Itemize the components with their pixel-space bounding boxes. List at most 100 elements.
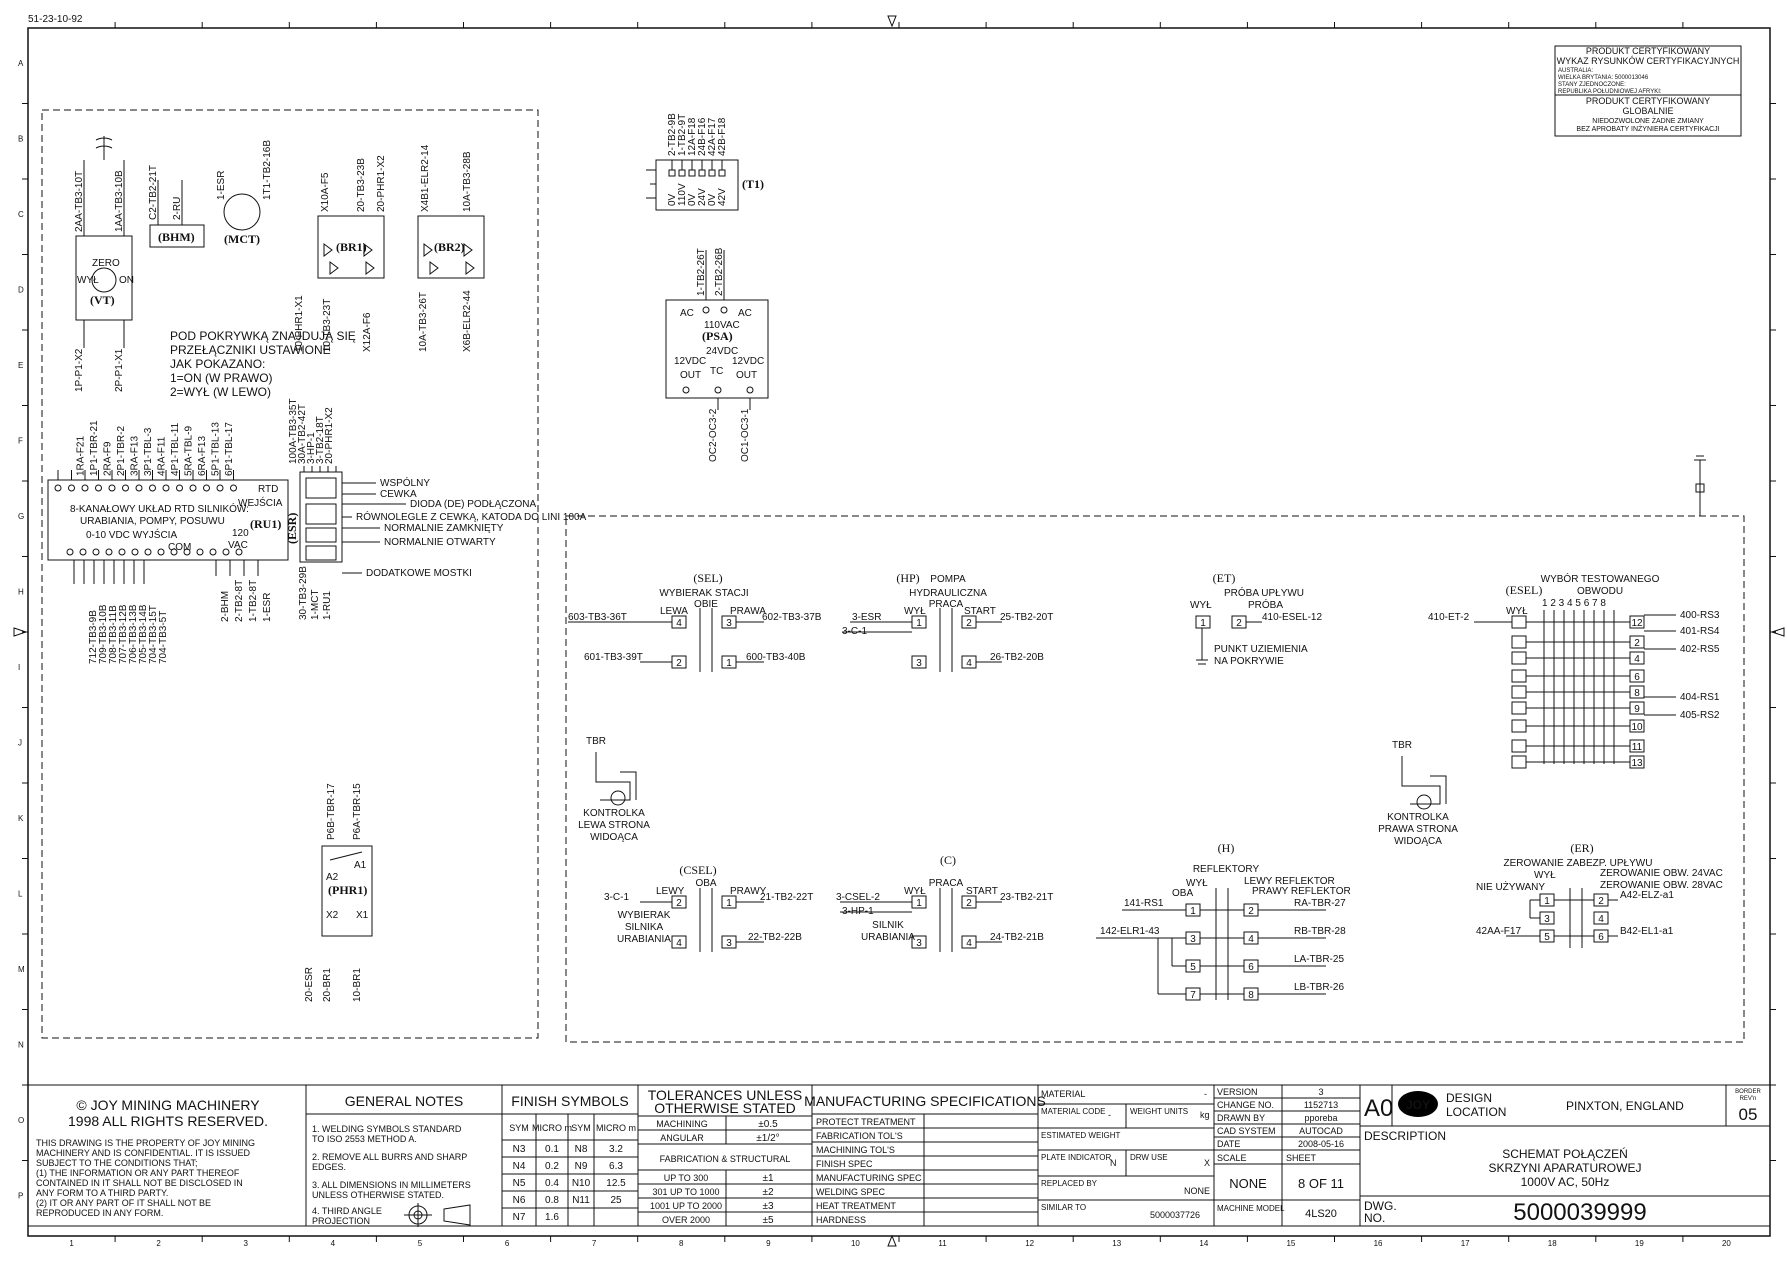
projection-icon: [404, 1203, 471, 1227]
ru1-terminal-top: [54, 484, 62, 492]
csel-wire-2: 21-TB2-22T: [760, 892, 813, 903]
grid-col-label: 9: [766, 1239, 771, 1248]
csel-wire-1: 3-C-1: [604, 892, 629, 903]
ru1-top-wire: 5P1-TBL-13: [211, 422, 222, 476]
grid-row-label: N: [18, 1040, 24, 1049]
ru1-desc-2: URABIANIA, POMPY, POSUWU: [80, 516, 225, 527]
esr-top-wire: 100A-TB3-35T: [288, 398, 299, 464]
sel-pin: 1: [726, 658, 732, 669]
ru1-com: COM: [168, 542, 191, 553]
er-pin: 6: [1598, 932, 1604, 943]
ru1-terminal-bot: [131, 548, 139, 556]
csel-pin: 3: [726, 938, 732, 949]
grid-row-label: E: [18, 361, 23, 370]
tol-label: 1001 UP TO 2000: [650, 1201, 722, 1211]
logo-text: JOY: [1406, 1098, 1430, 1112]
drawing-number: 5000039999: [1513, 1199, 1646, 1226]
esel-left-box: [1511, 739, 1527, 753]
t1-transformer: (T1) 2-TB2-9B0V1-TB2-9T110V12A-F180V24B-…: [646, 113, 764, 211]
description-2: SKRZYNI APARATUROWEJ: [1489, 1161, 1642, 1175]
psa-out-l: OUT: [680, 370, 701, 381]
esr-top-wire: 20-PHR1-X2: [324, 407, 335, 464]
fs-header: SYM: [571, 1123, 591, 1133]
ms-label: MACHINING TOL'S: [816, 1145, 895, 1155]
br1-bot-3: X12A-F6: [362, 312, 373, 352]
fs-cell: 25: [610, 1195, 622, 1206]
hp-pin: 3: [916, 658, 922, 669]
ru1-terminals: [54, 470, 243, 556]
esr-top-wire: 30A-TB2-42T: [297, 404, 308, 464]
hp-wire-2: 3-C-1: [842, 626, 867, 637]
ru1-label: (RU1): [250, 517, 281, 531]
psa-top-1: 1-TB2-26T: [696, 248, 707, 296]
ru1-terminal-bot: [79, 548, 87, 556]
ru1-top-wire: 1P1-TBR-21: [89, 420, 100, 476]
esel-wire-out: 405-RS2: [1680, 710, 1720, 721]
ru1-terminal-top: [108, 484, 116, 492]
esel-wyl: WYŁ: [1506, 606, 1528, 617]
fs-cell: 12.5: [606, 1178, 626, 1189]
ver-cad-value: AUTOCAD: [1299, 1126, 1343, 1136]
h-pin: 5: [1190, 962, 1196, 973]
tol-value: ±5: [762, 1215, 773, 1226]
et-wyl: WYŁ: [1190, 600, 1212, 611]
mat-replaced: REPLACED BY: [1041, 1179, 1098, 1188]
c-tag: (C): [940, 853, 956, 867]
hp-praca: PRACA: [929, 599, 964, 610]
ms-label: PROTECT TREATMENT: [816, 1117, 916, 1127]
grid-col-label: 7: [592, 1239, 597, 1248]
copyright-1: © JOY MINING MACHINERY: [76, 1097, 260, 1113]
general-note-line: EDGES.: [312, 1162, 346, 1172]
tbr-left-lamp: [595, 752, 637, 801]
ru1-top-wire: 2P1-TBR-2: [116, 426, 127, 476]
property-line: (1) THE INFORMATION OR ANY PART THEREOF: [36, 1168, 240, 1178]
description-3: 1000V AC, 50Hz: [1521, 1175, 1610, 1189]
esr-relay: (ESR) 100A-TB3-35T30A-TB2-42T3-HP-13-TB2…: [285, 398, 587, 620]
et-pin: 1: [1200, 618, 1206, 629]
location-label: LOCATION: [1446, 1105, 1506, 1119]
csel-box: [671, 935, 687, 949]
mat-similar-value: 5000037726: [1150, 1210, 1200, 1220]
h-wire-1: 141-RS1: [1124, 898, 1164, 909]
title-block: © JOY MINING MACHINERY 1998 ALL RIGHTS R…: [27, 1084, 1771, 1237]
tol-label: ANGULAR: [660, 1133, 704, 1143]
h-tag: (H): [1218, 841, 1235, 855]
psa-12-l: 12VDC: [674, 356, 706, 367]
ru1-bottom-wire: 1-ESR: [262, 593, 273, 622]
br2-label: (BR2): [434, 240, 465, 254]
esel-left-box: [1511, 669, 1527, 683]
ru1-terminal-bot: [92, 548, 100, 556]
ru1-terminal-top: [81, 484, 89, 492]
ru1-desc-1: 8-KANAŁOWY UKŁAD RTD SILNIKÓW:: [70, 502, 249, 515]
er-pin: 2: [1598, 896, 1604, 907]
tol-value: ±3: [762, 1201, 773, 1212]
ru1-top-wire: 5RA-TBL-9: [184, 426, 195, 476]
mat-code: MATERIAL CODE: [1041, 1107, 1105, 1116]
bhm-wire-1: C2-TB2-21T: [148, 165, 159, 220]
h-pin: 4: [1248, 934, 1254, 945]
manufacturing-title: MANUFACTURING SPECIFICATIONS: [804, 1093, 1046, 1109]
er-pin: 3: [1544, 914, 1550, 925]
bhm-relay: (BHM) C2-TB2-21T 2-RU: [148, 165, 205, 248]
h-wire-2: 142-ELR1-43: [1100, 926, 1160, 937]
tolerances-title-2: OTHERWISE STATED: [654, 1100, 796, 1116]
ru1-top-wire: 6RA-F13: [197, 436, 208, 476]
ms-label: MANUFACTURING SPEC: [816, 1173, 922, 1183]
esel-desc-1: WYBÓR TESTOWANEGO: [1541, 572, 1660, 585]
mat-material: MATERIAL: [1041, 1089, 1085, 1099]
vt-wire-2: 1AA-TB3-10B: [114, 170, 125, 232]
psa-power-supply: AC AC 110VAC (PSA) 24VDC 12VDC 12VDC OUT…: [665, 247, 769, 462]
grid-col-label: 16: [1374, 1239, 1383, 1248]
mat-none: NONE: [1184, 1186, 1210, 1196]
fs-cell: N8: [575, 1144, 588, 1155]
sel-wire-2: 602-TB3-37B: [762, 612, 822, 623]
mct-wire-2: 1T1-TB2-16B: [262, 140, 273, 200]
psa-24: 24VDC: [706, 346, 738, 357]
c-wire-3: 23-TB2-21T: [1000, 892, 1053, 903]
esel-left-box: [1511, 701, 1527, 715]
csel-oba: OBA: [695, 878, 716, 889]
esr-label: (ESR): [285, 513, 299, 544]
er-wire-2: 42AA-F17: [1476, 926, 1521, 937]
fs-cell: N6: [513, 1195, 526, 1206]
